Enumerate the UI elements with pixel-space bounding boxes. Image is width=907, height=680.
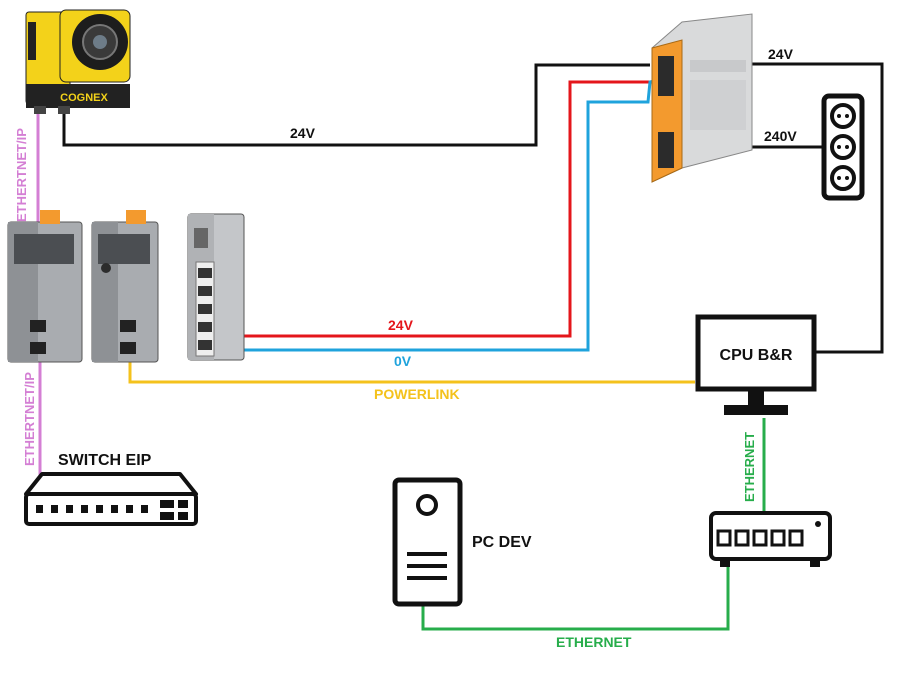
label-powerlink: POWERLINK	[374, 386, 460, 402]
cpu-monitor-icon[interactable]	[698, 317, 814, 415]
label-ethernet-pc: ETHERNET	[556, 634, 632, 650]
label-eip-switch: ETHERTNET/IP	[22, 372, 37, 466]
wire-24v-camera	[64, 65, 650, 145]
label-ethernet-cpu: ETHERNET	[742, 432, 757, 502]
switch-eip-icon[interactable]	[26, 474, 196, 524]
camera-device[interactable]: COGNEX	[26, 10, 130, 114]
label-24v-io: 24V	[388, 317, 414, 333]
wire-0v-io	[200, 70, 700, 350]
cpu-label: CPU B&R	[720, 347, 793, 364]
plc-powerlink-module[interactable]	[92, 210, 158, 362]
ethernet-switch-icon[interactable]	[711, 513, 830, 567]
socket-outlet-icon[interactable]	[824, 96, 862, 198]
switch-eip-label: SWITCH EIP	[58, 452, 152, 469]
label-240v: 240V	[764, 128, 797, 144]
camera-brand: COGNEX	[60, 92, 108, 104]
pc-tower-icon[interactable]	[395, 480, 460, 604]
label-24v-psu: 24V	[768, 46, 794, 62]
label-0v-io: 0V	[394, 353, 412, 369]
plc-bus-module[interactable]	[8, 210, 82, 362]
label-24v-camera: 24V	[290, 125, 316, 141]
label-eip-camera: ETHERTNET/IP	[14, 128, 29, 222]
wire-ethernet-pc	[423, 552, 728, 629]
power-supply-unit[interactable]	[652, 14, 752, 182]
plc-io-module[interactable]	[188, 214, 244, 360]
pc-label: PC DEV	[472, 534, 532, 551]
